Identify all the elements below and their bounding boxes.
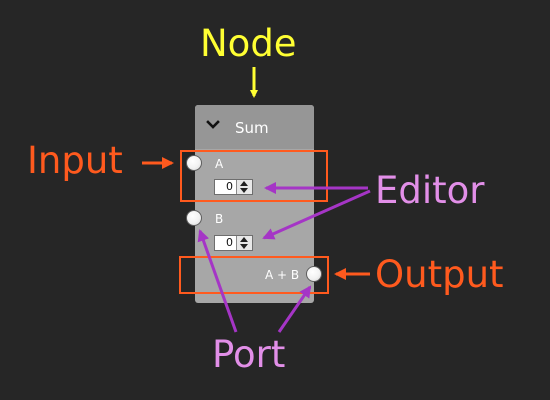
output-label: A + B <box>265 268 300 282</box>
node-callout: Node <box>200 22 297 65</box>
node-title: Sum <box>235 119 269 137</box>
spin-down-icon[interactable] <box>240 244 248 249</box>
port-callout: Port <box>212 333 286 376</box>
input-highlight-box <box>180 150 328 202</box>
input-a-spin-buttons[interactable] <box>236 180 252 194</box>
input-a-value[interactable]: 0 <box>226 180 233 193</box>
input-a-label: A <box>215 157 224 171</box>
spin-down-icon[interactable] <box>240 188 248 193</box>
input-b-stepper[interactable]: 0 <box>214 235 253 251</box>
editor-arrow-b <box>262 189 371 240</box>
node-header[interactable]: Sum <box>195 105 314 149</box>
spin-up-icon[interactable] <box>240 181 248 186</box>
input-b-label: B <box>215 212 224 226</box>
spin-up-icon[interactable] <box>240 237 248 242</box>
editor-callout: Editor <box>375 169 485 212</box>
port-arrow-b <box>197 229 238 333</box>
input-b-spin-buttons[interactable] <box>236 236 252 250</box>
output-port[interactable] <box>306 266 322 282</box>
input-b-port[interactable] <box>186 210 202 226</box>
port-arrow-output <box>277 285 312 333</box>
output-highlight-box <box>179 256 329 294</box>
input-a-port[interactable] <box>186 155 202 171</box>
chevron-down-icon[interactable] <box>206 119 220 131</box>
input-a-stepper[interactable]: 0 <box>214 179 253 195</box>
output-callout: Output <box>375 253 504 296</box>
input-b-value[interactable]: 0 <box>226 236 233 249</box>
input-callout: Input <box>27 139 123 182</box>
